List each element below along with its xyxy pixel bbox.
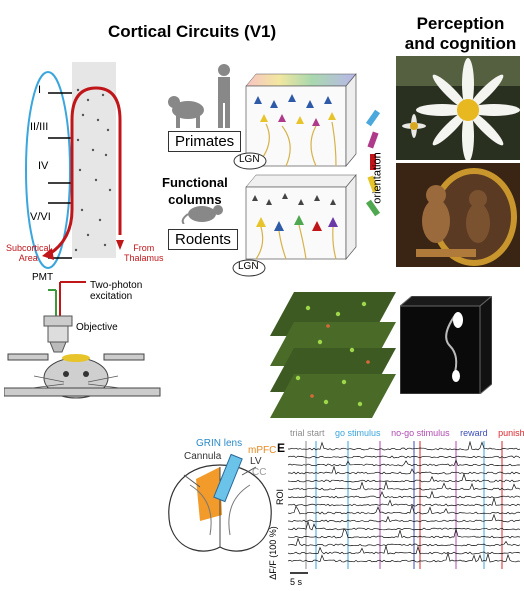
calcium-trace — [288, 537, 520, 547]
calcium-trace — [288, 490, 520, 499]
two-photon-excitation-label: Two-photon excitation — [90, 280, 142, 302]
perception-title-line1: Perception — [416, 14, 505, 33]
calcium-trace — [288, 544, 520, 555]
legend-punishment: punishment — [498, 428, 524, 438]
primates-label: Primates — [168, 131, 242, 152]
calcium-trace — [288, 480, 520, 491]
mpfc-label: mPFC — [248, 445, 277, 456]
rodent-neuron-yellow — [256, 217, 266, 227]
thalamus-line1: From — [133, 243, 155, 253]
lgn-primate-label: LGN — [239, 154, 260, 165]
legend-go-stimulus: go stimulus — [335, 428, 381, 438]
mirror-photo — [396, 163, 520, 267]
rodent-neuron-red — [312, 221, 322, 231]
rodents-label: Rodents — [168, 229, 238, 250]
lv-label: LV — [250, 456, 262, 467]
from-thalamus-label: From Thalamus — [124, 243, 164, 263]
cortex-blue-oval — [25, 71, 71, 269]
imaging-stack — [270, 292, 396, 418]
calcium-trace — [288, 458, 520, 467]
rodent-neuron-blue — [274, 221, 284, 231]
legend-no-go-stimulus: no-go stimulus — [391, 428, 450, 438]
calcium-trace — [288, 496, 520, 507]
calcium-trace — [288, 455, 520, 459]
orientation-label: orientation — [371, 152, 384, 204]
primate-icons — [168, 64, 230, 128]
perception-title-line2: and cognition — [404, 34, 517, 53]
calcium-trace — [288, 503, 520, 515]
orientation-bars — [365, 109, 381, 217]
objective-label: Objective — [76, 322, 118, 333]
functional-line1: Functional — [162, 175, 228, 190]
subcortical-line1: Subcortical — [6, 243, 51, 253]
calcium-trace — [288, 465, 520, 475]
rodent-icon — [181, 205, 223, 224]
legend-reward: reward — [460, 428, 488, 438]
cortex-layer-label-2: II/III — [30, 121, 49, 133]
subcortical-area-label: Subcortical Area — [6, 243, 51, 263]
main-title: Cortical Circuits (V1) — [108, 22, 277, 41]
cortex-layer-label-4: V/VI — [30, 211, 51, 223]
subcortical-line2: Area — [18, 253, 38, 263]
pmt-label: PMT — [32, 272, 54, 283]
calcium-trace — [288, 520, 520, 531]
legend-trial-start: trial start — [290, 428, 325, 438]
cortex-layer-diagram — [25, 62, 124, 269]
lgn-rodent-oval — [232, 259, 266, 277]
neuron-3d-render — [400, 296, 492, 394]
rodent-neuron-purple — [328, 217, 338, 227]
brain-section — [168, 453, 272, 552]
trace-legend: trial start go stimulus no-go stimulus r… — [290, 428, 524, 438]
calcium-traces — [288, 441, 520, 574]
primate-column-cube — [245, 73, 357, 167]
cannula-label: Cannula — [184, 451, 222, 462]
lgn-rodent-label: LGN — [238, 261, 259, 272]
daisy-photo — [396, 56, 520, 160]
calcium-trace — [288, 472, 520, 483]
thalamus-line2: Thalamus — [124, 253, 164, 263]
panel-letter-e: E — [277, 441, 286, 455]
two-photon-setup — [4, 281, 161, 399]
functional-columns-label: Functional columns — [162, 174, 228, 208]
roi-axis-label: ROI — [275, 488, 286, 506]
functional-line2: columns — [168, 192, 222, 207]
dff-axis-label: ΔF/F (100 %) — [267, 526, 278, 580]
calcium-trace — [288, 513, 520, 523]
rodent-neuron-green — [294, 215, 304, 225]
time-scale-label: 5 s — [290, 577, 303, 587]
grin-lens-label: GRIN lens — [196, 438, 243, 449]
calcium-trace — [288, 551, 520, 563]
two-photon-line1: Two-photon — [90, 280, 143, 291]
calcium-trace — [288, 441, 520, 451]
perception-title: Perception and cognition — [398, 14, 523, 54]
cortex-red-loop — [47, 86, 122, 257]
rodent-column-cube — [245, 174, 357, 260]
lgn-primate-oval — [233, 152, 267, 170]
cortex-layer-label-1: I — [38, 84, 42, 96]
calcium-trace — [288, 528, 520, 539]
cortex-layer-label-3: IV — [38, 160, 49, 172]
cc-label: CC — [252, 467, 267, 478]
grin-lens — [213, 453, 243, 503]
two-photon-line2: excitation — [90, 291, 133, 302]
